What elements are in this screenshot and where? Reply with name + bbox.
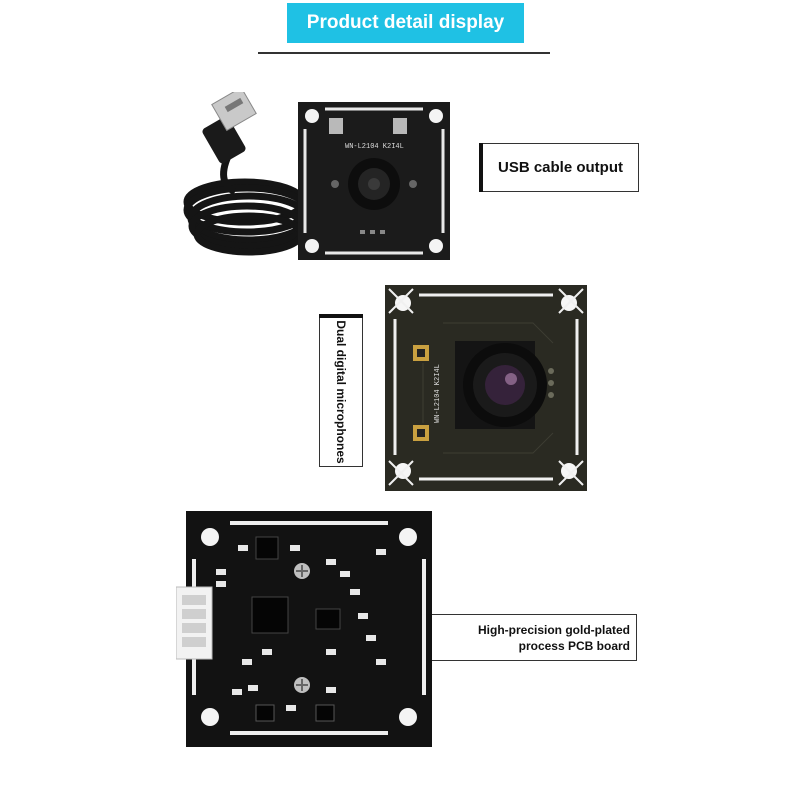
board-marking: WN-L2104 K2I4L bbox=[345, 143, 404, 151]
microphone-icon bbox=[413, 345, 429, 361]
pcb-process-callout: High-precision gold-plated process PCB b… bbox=[428, 614, 637, 663]
header-title: Product detail display bbox=[306, 12, 505, 33]
header-banner: Product detail display bbox=[287, 3, 524, 43]
mount-screw bbox=[294, 677, 310, 693]
usb-camera-photo: WN-L2104 K2I4L bbox=[183, 92, 450, 260]
pcb-process-label-line2: process PCB board bbox=[518, 638, 630, 653]
usb-output-label: USB cable output bbox=[497, 159, 623, 176]
camera-board: WN-L2104 K2I4L bbox=[298, 102, 450, 260]
usb-plug-icon bbox=[202, 92, 257, 164]
usb-output-callout: USB cable output bbox=[479, 143, 639, 192]
pcb-connector bbox=[176, 586, 213, 660]
header-rule bbox=[258, 52, 550, 54]
pcb-process-label-line1: High-precision gold-plated bbox=[478, 622, 630, 637]
pcb-board-photo bbox=[176, 511, 432, 747]
mount-screw bbox=[294, 563, 310, 579]
dual-mic-label: Dual digital microphones bbox=[334, 320, 348, 464]
microphone-icon bbox=[413, 425, 429, 441]
board-marking-2: WN-L2104 K2I4L bbox=[434, 364, 442, 423]
usb-cable-coil bbox=[183, 178, 311, 256]
lens-board-photo: WN-L2104 K2I4L bbox=[385, 285, 587, 491]
dual-mic-callout: Dual digital microphones bbox=[319, 314, 363, 467]
